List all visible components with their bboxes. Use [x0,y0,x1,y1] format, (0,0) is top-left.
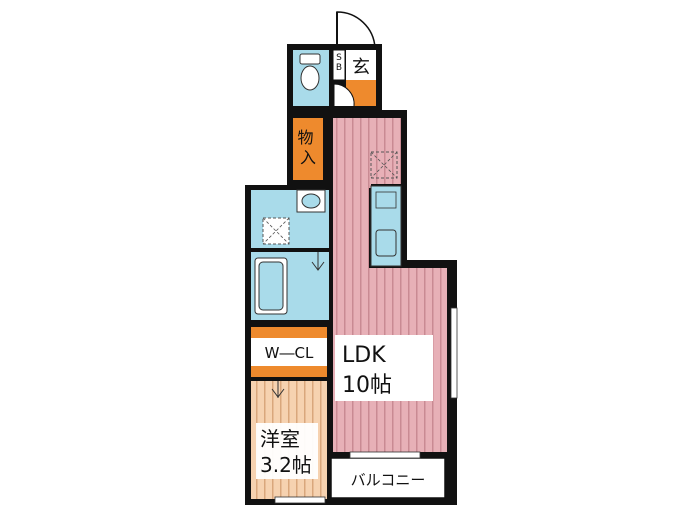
storage-label-line2: 入 [300,148,316,167]
door-swing-icon [336,11,376,49]
balcony [330,457,446,499]
toilet-icon [299,53,321,91]
genkan-label: 玄 [352,57,370,78]
ldk-label-box [335,335,433,401]
ldk-size: 10帖 [342,373,392,398]
wcl-label-box [251,338,327,366]
storage-label-line1: 物 [297,128,313,147]
western-room-name: 洋室 [260,427,300,451]
ldk-name: LDK [342,343,386,368]
stove-icon [375,191,397,209]
toilet-door-swing-icon [333,83,355,107]
storage-room [293,118,323,180]
washer-pan-icon [262,217,290,245]
balcony-label: バルコニー [351,471,426,489]
genkan-floor [346,50,376,80]
kitchen-sink-icon [375,229,397,257]
ldk-upper-strip [371,118,401,184]
shoe-box [332,49,346,81]
bathtub-icon [254,257,288,315]
washbasin-icon [296,189,326,213]
storage-label: 物 入 [297,128,318,167]
fridge-space-icon [370,151,398,179]
window-icon [274,307,458,504]
western-room-label-box [256,423,318,479]
western-room-size: 3.2帖 [260,453,312,477]
wcl-label: W―CL [265,344,314,362]
bath-door-icon [311,252,325,271]
western-room-door-icon [271,381,285,398]
